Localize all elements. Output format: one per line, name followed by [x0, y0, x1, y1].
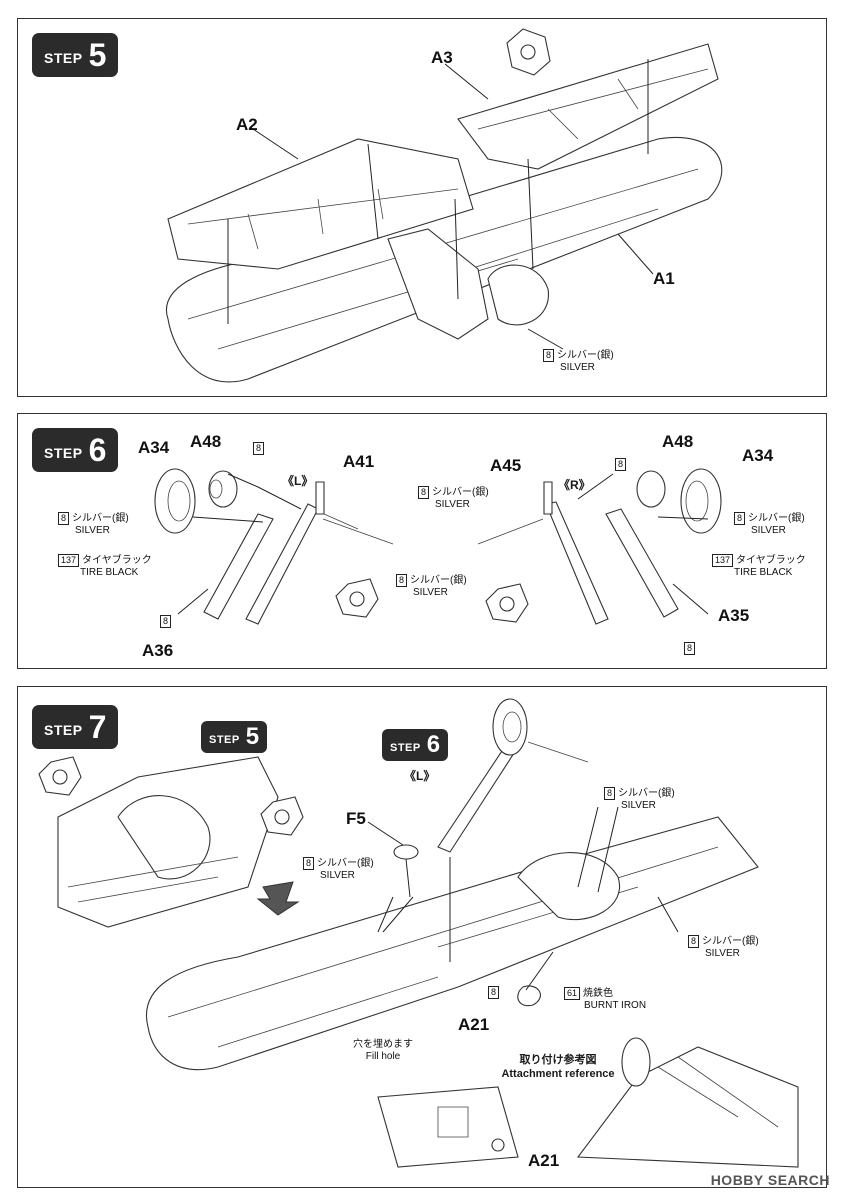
part-a45-label: A45: [490, 456, 522, 475]
part-a2-label: A2: [236, 115, 258, 134]
step7-panel: STEP 7 STEP 5 STEP 6 《L》: [17, 686, 827, 1188]
part-a35-label: A35: [718, 606, 750, 625]
part-a21-label: A21: [458, 1015, 490, 1034]
step6-illustration: [154, 468, 722, 625]
a21-code: 8: [488, 986, 502, 999]
part-a48-left-label: A48: [190, 432, 222, 451]
part-a1-label: A1: [653, 269, 675, 288]
side-right-label: 《R》: [558, 478, 591, 492]
step7-badge: STEP 7: [32, 705, 119, 749]
step6-panel: STEP 6 A34: [17, 413, 827, 669]
step5-badge: STEP 5: [32, 33, 119, 77]
part-a36-label: A36: [142, 641, 174, 660]
part-f5-label: F5: [346, 809, 366, 828]
step7-sub-step6-badge: STEP 6: [382, 729, 449, 761]
step7-side-left-label: 《L》: [404, 769, 436, 783]
a35-code: 8: [684, 642, 698, 655]
step7-sub-step5-badge: STEP 5: [201, 721, 268, 753]
part-a34-left-label: A34: [138, 438, 170, 457]
step5-illustration: [165, 28, 723, 383]
side-left-label: 《L》: [282, 474, 314, 488]
a48-right-code: 8: [615, 458, 629, 471]
part-a41-label: A41: [343, 452, 375, 471]
fill-hole-note: 穴を埋めます Fill hole: [353, 1039, 413, 1062]
paint-code-badge: 8: [543, 349, 555, 362]
attachment-reference-title: 取り付け参考図 Attachment reference: [501, 1054, 615, 1080]
a48-left-code: 8: [253, 442, 267, 455]
part-a34-right-label: A34: [742, 446, 774, 465]
a36-code: 8: [160, 615, 174, 628]
step6-badge: STEP 6: [32, 428, 119, 472]
watermark: HOBBY SEARCH: [710, 1172, 830, 1188]
part-a48-right-label: A48: [662, 432, 694, 451]
step7-illustration: [38, 698, 799, 1168]
part-a21-ref-label: A21: [528, 1151, 560, 1170]
part-a3-label: A3: [431, 48, 453, 67]
